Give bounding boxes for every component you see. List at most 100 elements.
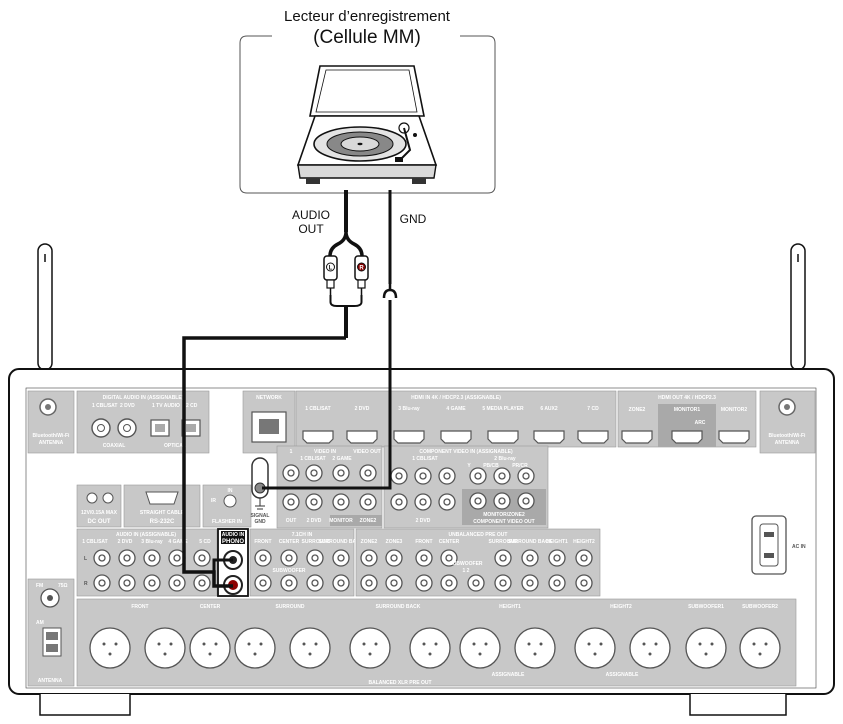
monitor-zone2-label: MONITOR/ZONE2 — [483, 512, 525, 518]
right-antenna — [786, 243, 810, 385]
audio-cable-route — [182, 336, 346, 588]
rca-plug-left-letter: L — [329, 266, 333, 272]
preout-height1: HEIGHT1 — [546, 539, 568, 545]
control-block: 12V/0.15A MAX DC OUT STRAIGHT CABLE RS-2… — [76, 484, 252, 528]
xlr-surround-back: SURROUND BACK — [376, 604, 421, 610]
rs232c-label: RS-232C — [150, 519, 175, 525]
hdmi-in-block: HDMI IN 4K / HDCP2.3 (ASSIGNABLE) 1 CBL/… — [295, 390, 617, 448]
phono-label-2: PHONO — [222, 539, 244, 545]
component-pr: PR/CR — [512, 463, 528, 469]
rca-plug-right-letter: R — [359, 266, 364, 272]
preout-zone2: ZONE2 — [361, 539, 378, 545]
digital-input-1: 1 CBL/SAT — [92, 403, 117, 409]
network-label: NETWORK — [256, 395, 282, 401]
ch71-label: 7.1CH IN — [292, 532, 313, 538]
video-out-label: VIDEO OUT — [353, 449, 381, 455]
audio-src-1: 1 CBL/SAT — [82, 539, 107, 545]
optical-label: OPTICAL — [164, 443, 186, 449]
xlr-height2: HEIGHT2 — [610, 604, 632, 610]
flasher-in-label: FLASHER IN — [212, 519, 242, 525]
hdmi-input-1: 1 CBL/SAT — [305, 406, 330, 412]
component-video-block: COMPONENT VIDEO IN (ASSIGNABLE) 1 CBL/SA… — [383, 445, 549, 529]
turntable-icon — [296, 65, 438, 184]
video-out-item-4: ZONE2 — [360, 518, 377, 524]
signal-gnd-label-2: GND — [254, 519, 266, 525]
hdmi-out-zone2: ZONE2 — [629, 407, 646, 413]
audio-src-5: 5 CD — [199, 539, 211, 545]
preout-surround-back: SURROUND BACK — [508, 539, 553, 545]
ac-in: AC IN — [751, 515, 806, 575]
audio-cable-route-2 — [212, 558, 233, 572]
xlr-subwoofer2: SUBWOOFER2 — [742, 604, 778, 610]
xlr-surround: SURROUND — [276, 604, 305, 610]
component-source-1: 1 CBL/SAT — [412, 456, 437, 462]
video-out-item-1: OUT — [286, 518, 297, 524]
hdmi-input-4: 4 GAME — [446, 406, 466, 412]
preout-height2: HEIGHT2 — [573, 539, 595, 545]
left-antenna-label-2: ANTENNA — [39, 440, 64, 446]
xlr-height1: HEIGHT1 — [499, 604, 521, 610]
bt-wifi-antenna-left-block: Bluetooth/Wi-Fi ANTENNA — [27, 390, 75, 454]
audio-in-assignable-label: AUDIO IN (ASSIGNABLE) — [116, 532, 176, 538]
left-antenna-label-1: Bluetooth/Wi-Fi — [33, 433, 71, 439]
video-in-item-2: 2 GAME — [332, 456, 352, 462]
signal-gnd-label-1: SIGNAL — [251, 513, 270, 519]
preout-front: FRONT — [415, 539, 432, 545]
audio-in-l: L — [84, 556, 87, 562]
preout-center: CENTER — [439, 539, 460, 545]
trigger-label-1: 1 — [290, 449, 293, 455]
rca-plug-left — [323, 255, 338, 295]
gnd-label: GND — [399, 212, 427, 226]
fm-label: FM — [36, 583, 43, 589]
xlr-front: FRONT — [131, 604, 148, 610]
preout-subwoofer: SUBWOOFER — [449, 561, 482, 567]
hdmi-input-2: 2 DVD — [355, 406, 370, 412]
straight-cable-label: STRAIGHT CABLE — [140, 510, 185, 516]
dc-out-spec: 12V/0.15A MAX — [81, 510, 118, 516]
audio-src-3: 3 Blu-ray — [141, 539, 163, 545]
xlr-assignable-1: ASSIGNABLE — [492, 672, 525, 678]
hdmi-out-block: HDMI OUT 4K / HDCP2.3 ZONE2 MONITOR1 MON… — [617, 390, 757, 448]
audio-cable-split — [328, 231, 364, 257]
digital-audio-in-label: DIGITAL AUDIO IN (ASSIGNABLE) — [103, 395, 184, 401]
turntable-title-line1: Lecteur d’enregistrement — [284, 8, 450, 25]
hdmi-out-arc: ARC — [695, 420, 706, 426]
digital-input-4: 2 CD — [186, 403, 198, 409]
video-in-item-1: 1 CBL/SAT — [300, 456, 325, 462]
audio-src-4: 4 GAME — [168, 539, 188, 545]
digital-input-3: 1 TV AUDIO — [152, 403, 180, 409]
signal-gnd-terminal: SIGNAL GND — [251, 457, 270, 525]
bt-wifi-antenna-right-block: Bluetooth/Wi-Fi ANTENNA — [759, 390, 816, 454]
hdmi-out-monitor2: MONITOR2 — [721, 407, 748, 413]
fm-ohm-label: 75Ω — [58, 583, 68, 589]
turntable-title-line2: (Cellule MM) — [313, 27, 421, 48]
rca-plug-right — [354, 255, 369, 295]
balanced-xlr-label: BALANCED XLR PRE OUT — [368, 680, 431, 686]
audio-out-label-line2: OUT — [298, 222, 324, 236]
audio-in-r: R — [84, 581, 88, 587]
ir-label: IR — [211, 498, 216, 504]
ch71-surround-back: SURROUND BACK — [319, 539, 364, 545]
audio-out-label-line1: AUDIO — [291, 208, 330, 222]
audio-cable-join — [329, 295, 363, 307]
network-block: NETWORK — [242, 390, 296, 454]
receiver-foot-right — [689, 694, 787, 716]
turntable-box — [239, 35, 496, 194]
audio-in-block: AUDIO IN (ASSIGNABLE) 1 CBL/SAT 2 DVD 3 … — [76, 528, 218, 597]
hdmi-input-3: 3 Blu-ray — [398, 406, 420, 412]
am-label: AM — [36, 620, 44, 626]
dc-out-label: DC OUT — [88, 519, 111, 525]
xlr-center: CENTER — [200, 604, 221, 610]
component-dvd: 2 DVD — [416, 518, 431, 524]
component-video-in-label: COMPONENT VIDEO IN (ASSIGNABLE) — [419, 449, 513, 455]
coaxial-label: COAXIAL — [103, 443, 126, 449]
gnd-wire-route — [262, 300, 392, 490]
xlr-assignable-2: ASSIGNABLE — [606, 672, 639, 678]
hdmi-out-monitor1: MONITOR1 — [674, 407, 701, 413]
video-out-item-3: MONITOR — [329, 518, 353, 524]
digital-input-2: 2 DVD — [120, 403, 135, 409]
ch71-in-block: 7.1CH IN FRONT CENTER SURROUND SURROUND … — [249, 528, 364, 597]
ch71-front: FRONT — [254, 539, 271, 545]
preout-subwoofer-nums: 1 2 — [463, 568, 470, 574]
